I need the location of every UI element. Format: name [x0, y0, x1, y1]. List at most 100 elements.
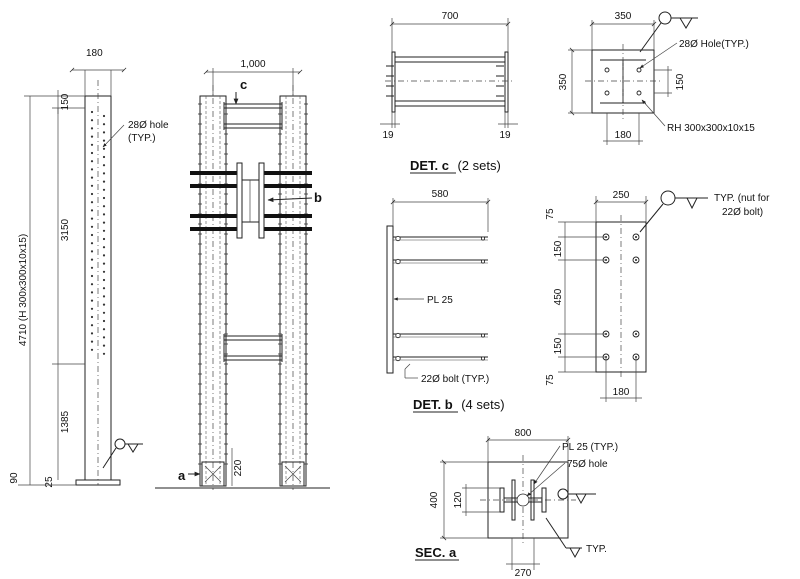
column-hole — [90, 119, 94, 122]
column-hole — [102, 319, 106, 323]
column-hole — [90, 184, 94, 187]
column-hole — [102, 287, 106, 290]
det-b-typ-note-line2: 22Ø bolt) — [722, 207, 763, 218]
det-b-dim-75-top: 75 — [545, 208, 556, 220]
det-b-dim-75-bottom: 75 — [545, 374, 556, 386]
det-b-nut — [395, 332, 401, 339]
det-b-nut — [395, 258, 401, 265]
column-elevation: 180 150 28Ø hole (TYP.) 3150 1385 25 471… — [9, 48, 169, 488]
det-b-nut — [480, 259, 485, 264]
column-hole — [102, 262, 106, 265]
column-hole — [90, 217, 94, 220]
column-hole — [102, 221, 106, 224]
det-b-plate-label: PL 25 — [427, 295, 453, 306]
column-hole — [90, 209, 94, 212]
det-c-plate-width: 350 — [615, 11, 632, 22]
det-c: 700 19 19 DET. c (2 sets) 350 — [380, 11, 755, 174]
det-b-bolt-note: 22Ø bolt (TYP.) — [421, 374, 489, 385]
frame-width-dim: 1,000 — [240, 59, 265, 70]
column-hole — [102, 246, 106, 249]
column-dim-3150: 3150 — [60, 218, 71, 241]
column-hole — [102, 336, 106, 339]
sec-a-dim-120: 120 — [453, 491, 464, 508]
det-b-dim-150-a: 150 — [553, 240, 564, 257]
det-c-dim-19-right: 19 — [499, 130, 511, 141]
column-hole-note-line1: 28Ø hole — [128, 120, 169, 131]
column-dim-90: 90 — [9, 472, 20, 484]
det-b-width-dim: 580 — [432, 189, 449, 200]
sec-a-plate-note: PL 25 (TYP.) — [562, 442, 618, 453]
column-total-dim: 4710 (H 300x300x10x15) — [18, 234, 29, 346]
column-hole — [90, 143, 94, 146]
sec-a-anchor-hole — [516, 493, 530, 507]
column-hole — [90, 192, 94, 196]
column-hole — [102, 254, 106, 257]
column-hole — [102, 131, 106, 134]
column-hole — [90, 127, 94, 130]
column-hole — [90, 233, 94, 237]
frame-label-c: c — [240, 77, 247, 92]
column-hole — [90, 348, 94, 351]
det-c-plate-height: 350 — [558, 73, 569, 90]
det-b-nut — [480, 356, 485, 361]
column-hole — [102, 180, 106, 183]
frame-elevation: 1,000 c b a 220 — [155, 59, 330, 490]
det-b: 580 PL 25 22Ø bolt (TYP.) DET. b (4 sets… — [386, 189, 770, 413]
column-hole — [90, 274, 94, 278]
column-hole-pattern — [90, 110, 106, 355]
det-b-dim-450: 450 — [553, 288, 564, 305]
det-b-nut — [395, 355, 401, 362]
sec-a-width-dim: 800 — [515, 428, 532, 439]
column-hole — [90, 168, 94, 171]
column-hole — [90, 315, 94, 319]
column-hole — [102, 213, 106, 216]
det-b-plate-hole-center — [635, 259, 637, 261]
det-c-dim-150: 150 — [675, 73, 686, 90]
column-hole — [102, 270, 106, 273]
column-hole — [102, 295, 106, 298]
column-hole — [90, 291, 94, 294]
column-hole — [102, 188, 106, 191]
column-hole — [102, 278, 106, 282]
frame-label-a: a — [178, 468, 186, 483]
sec-a-height-dim: 400 — [429, 491, 440, 508]
det-c-hole-note: 28Ø Hole(TYP.) — [679, 39, 749, 50]
column-hole — [102, 352, 106, 355]
det-b-title: DET. b (4 sets) — [413, 396, 505, 413]
column-hole — [90, 242, 94, 245]
column-width-dim: 180 — [86, 48, 103, 59]
column-hole — [90, 135, 94, 138]
det-c-title: DET. c (2 sets) — [410, 157, 501, 174]
column-hole — [102, 311, 106, 314]
column-hole — [102, 139, 106, 142]
det-b-plate-width: 250 — [613, 190, 630, 201]
det-c-dim-19-left: 19 — [382, 130, 394, 141]
det-c-section-note: RH 300x300x10x15 — [667, 123, 755, 134]
column-hole — [90, 250, 94, 253]
det-b-nut — [395, 235, 401, 242]
frame-mid-beams — [190, 162, 312, 239]
det-b-plate-hole-center — [635, 333, 637, 335]
column-hole — [90, 110, 94, 114]
column-top-dim: 150 — [60, 93, 71, 110]
det-c-width-dim: 700 — [442, 11, 459, 22]
frame-top-strut — [223, 102, 283, 130]
column-hole — [102, 205, 106, 208]
frame-bolt-ticks — [198, 103, 308, 465]
column-dim-25: 25 — [44, 476, 55, 488]
det-b-plate-holes — [602, 233, 640, 361]
column-dim-1385: 1385 — [60, 410, 71, 433]
column-hole — [90, 324, 94, 327]
column-hole — [90, 160, 94, 163]
column-hole — [102, 229, 106, 232]
sec-a: 800 400 120 270 PL 25 (TYP.) 75Ø hole TY… — [415, 428, 618, 579]
column-hole — [102, 155, 106, 159]
column-hole — [90, 283, 94, 286]
column-hole — [102, 237, 106, 241]
column-hole — [90, 201, 94, 204]
det-b-nut — [480, 333, 485, 338]
column-hole — [90, 258, 94, 261]
column-hole — [90, 176, 94, 179]
det-b-side-plate — [386, 225, 394, 374]
